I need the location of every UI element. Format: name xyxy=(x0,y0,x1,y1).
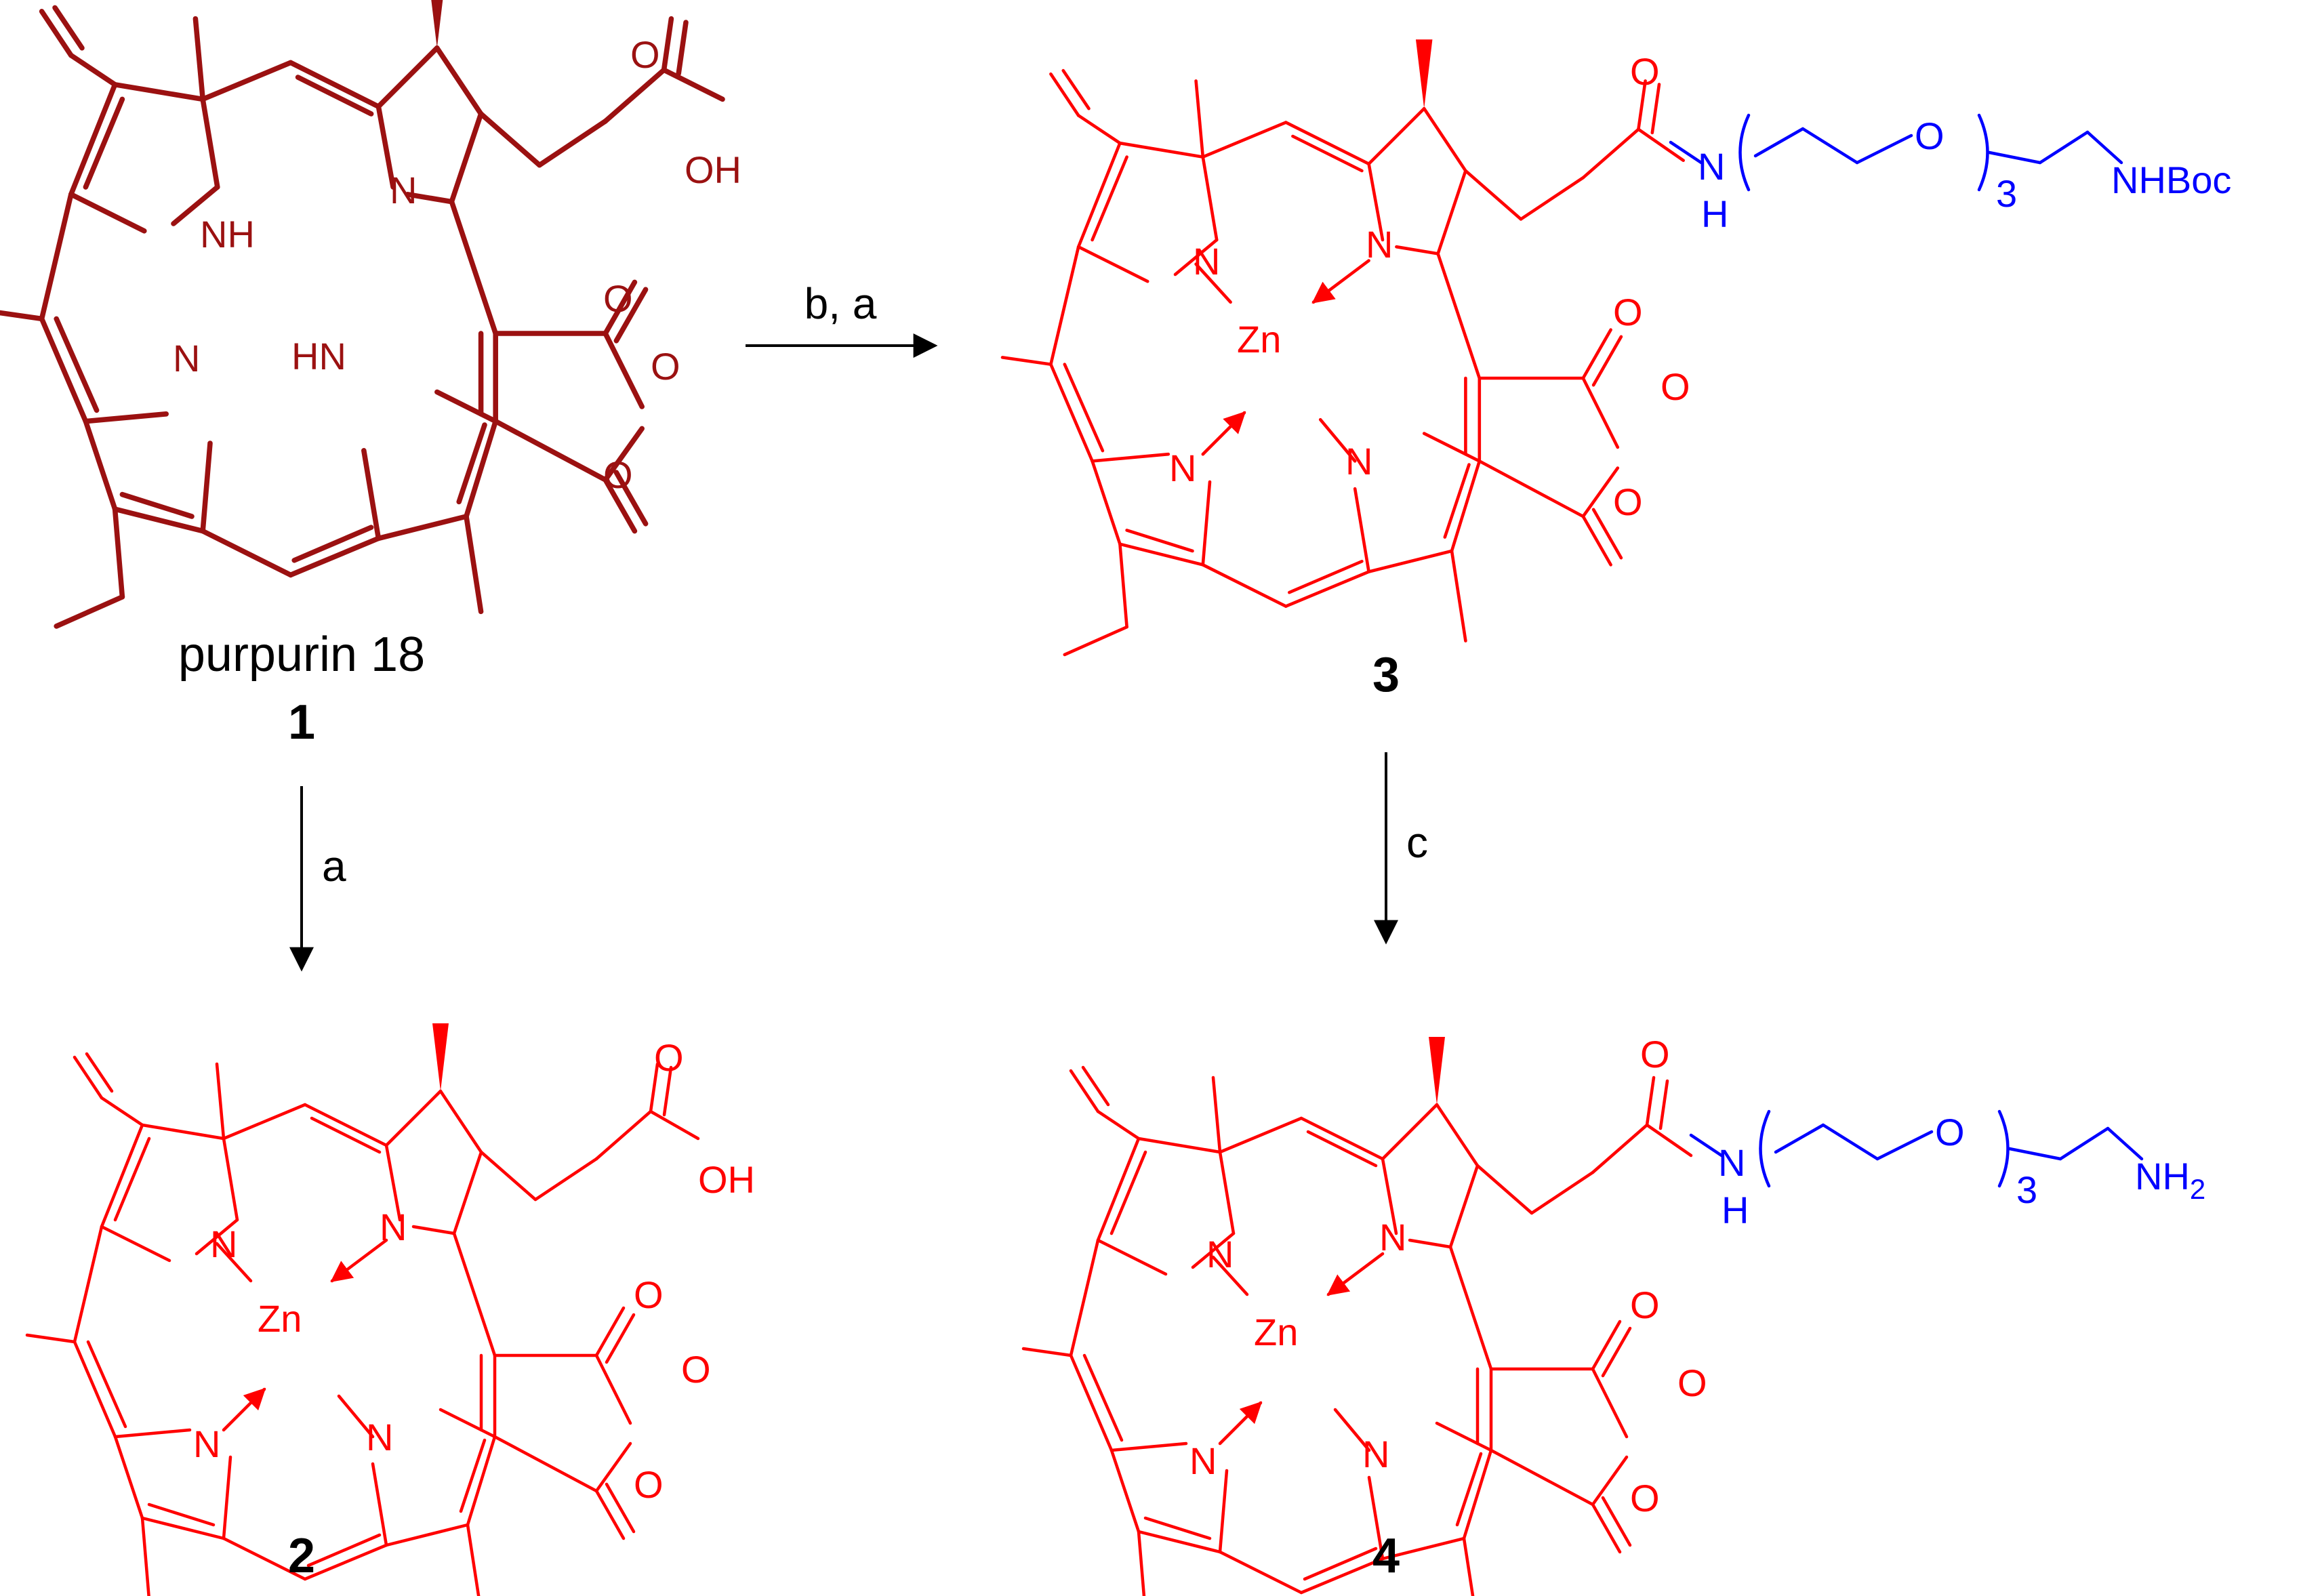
n-label-c2-c: N xyxy=(193,1423,220,1465)
compound-1-structure xyxy=(0,0,725,626)
zn-label-c2: Zn xyxy=(258,1297,302,1340)
condition-1-to-3: b, a xyxy=(805,279,877,328)
n-label-c3-c: N xyxy=(1169,447,1196,489)
n-label-c1-c: N xyxy=(173,337,200,380)
o-label-c2-b: O xyxy=(681,1348,711,1391)
nh-label-c1: NH xyxy=(200,213,255,255)
nh2-label-main: NH xyxy=(2135,1155,2190,1198)
compound-1-number: 1 xyxy=(288,695,315,750)
o-label-c1-acid: O xyxy=(630,33,660,76)
zn-label-c4: Zn xyxy=(1254,1311,1298,1353)
hn-label-c1: HN xyxy=(291,335,346,377)
oh-label-c1: OH xyxy=(685,148,741,191)
o-label-c4-a: O xyxy=(1630,1284,1660,1326)
condition-3-to-4: c xyxy=(1406,818,1428,867)
n-label-c3-d: N xyxy=(1345,440,1372,483)
compound-2-structure xyxy=(27,1023,700,1596)
o-label-c1-b: O xyxy=(651,345,680,388)
n-label-c1-b: N xyxy=(390,169,417,211)
n-label-c3-b: N xyxy=(1366,223,1393,266)
o-label-c1-a: O xyxy=(603,277,633,320)
n-label-c4-a: N xyxy=(1206,1233,1234,1275)
o-label-c2-a: O xyxy=(634,1273,664,1316)
o-label-c4-peg: O xyxy=(1935,1111,1965,1153)
n-label-c4-b: N xyxy=(1379,1216,1406,1259)
nh2-label-sub: 2 xyxy=(2190,1173,2205,1205)
linker-3 xyxy=(1669,113,2123,192)
o-label-c3-b: O xyxy=(1661,365,1690,408)
compound-1-name: purpurin 18 xyxy=(178,628,425,682)
n-label-c3-a: N xyxy=(1193,240,1220,283)
n-label-c4-c: N xyxy=(1189,1439,1217,1482)
h-label-c4-amide: H xyxy=(1722,1189,1749,1231)
n-label-c3-amide: N xyxy=(1698,145,1725,188)
oh-label-c2: OH xyxy=(698,1158,755,1201)
o-label-c4-b: O xyxy=(1677,1362,1707,1404)
compound-2-number: 2 xyxy=(288,1529,315,1583)
o-label-c3-peg: O xyxy=(1915,115,1944,157)
o-label-c3-c: O xyxy=(1613,480,1643,523)
condition-1-to-2: a xyxy=(322,842,346,891)
o-label-c2-c: O xyxy=(634,1463,664,1506)
zn-label-c3: Zn xyxy=(1237,318,1281,361)
o-label-c2-acid: O xyxy=(654,1036,684,1079)
o-label-c4-amide: O xyxy=(1640,1033,1670,1076)
o-label-c4-c: O xyxy=(1630,1477,1660,1519)
o-label-c3-amide: O xyxy=(1630,50,1660,93)
h-label-c3-amide: H xyxy=(1701,192,1728,235)
n-label-c2-b: N xyxy=(380,1206,407,1248)
repeat-count-c3: 3 xyxy=(1996,172,2017,215)
compound-4-number: 4 xyxy=(1372,1529,1400,1583)
n-label-c2-d: N xyxy=(366,1416,393,1458)
repeat-count-c4: 3 xyxy=(2016,1168,2037,1211)
nh2-label: NH2 xyxy=(2135,1155,2205,1205)
compound-4-structure xyxy=(1023,1037,1693,1596)
n-label-c4-amide: N xyxy=(1718,1141,1745,1184)
o-label-c1-c: O xyxy=(603,453,633,496)
linker-4 xyxy=(1689,1109,2144,1188)
compound-3-number: 3 xyxy=(1372,648,1400,702)
n-label-c2-a: N xyxy=(210,1223,237,1265)
o-label-c3-a: O xyxy=(1613,291,1643,333)
n-label-c4-d: N xyxy=(1362,1433,1389,1475)
nhboc-label: NHBoc xyxy=(2111,159,2231,201)
compound-3-structure xyxy=(1002,39,1685,655)
